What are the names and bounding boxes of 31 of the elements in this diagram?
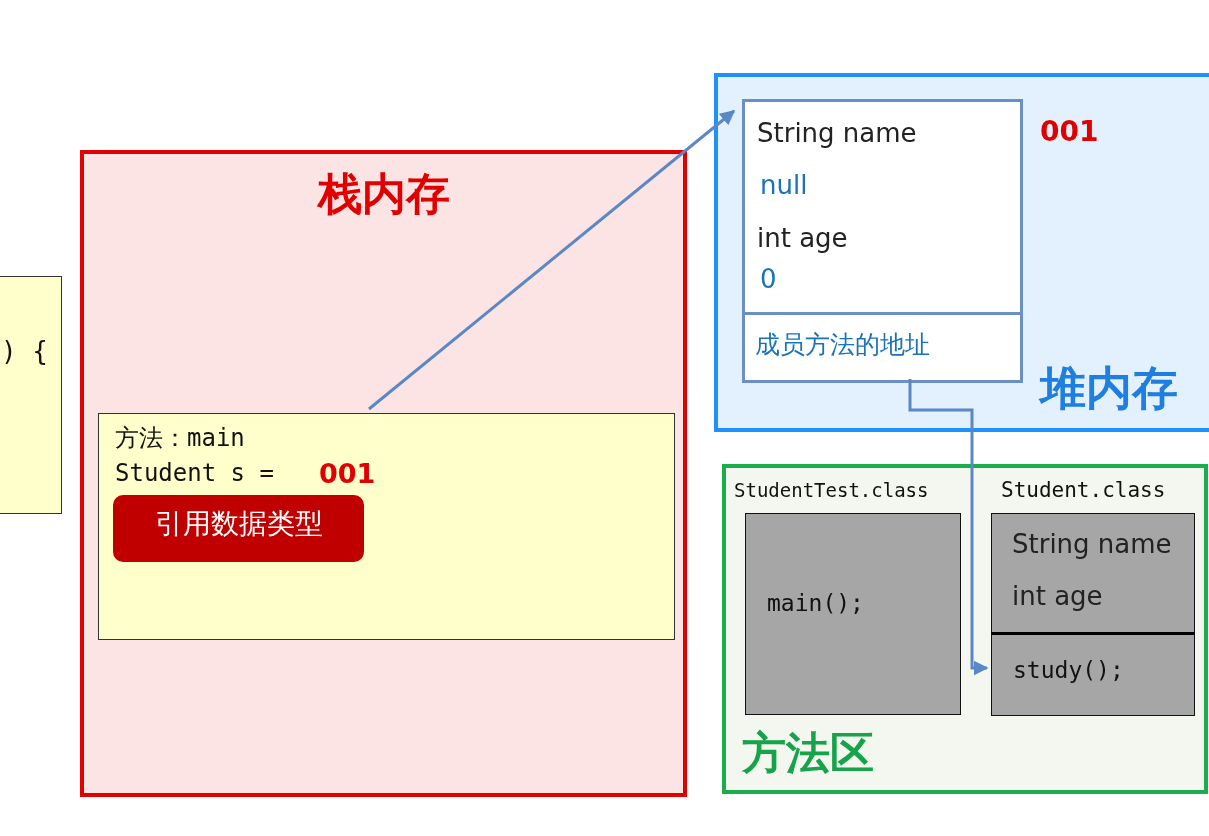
method-area-panel bbox=[722, 464, 1208, 794]
code-box bbox=[0, 276, 62, 514]
field-name: int age bbox=[1012, 582, 1103, 612]
heap-memory-panel bbox=[714, 73, 1209, 432]
stack-memory-panel bbox=[80, 150, 687, 797]
badge-label: 引用数据类型 bbox=[153, 508, 324, 541]
address-value: 001 bbox=[1040, 116, 1099, 149]
code-line: ) { bbox=[1, 337, 48, 367]
arrow bbox=[908, 379, 989, 676]
panel-title: 栈内存 bbox=[316, 169, 451, 220]
box-label: 成员方法的地址 bbox=[755, 331, 930, 360]
type-badge bbox=[113, 495, 364, 562]
object-box bbox=[742, 99, 1023, 315]
address-value: 001 bbox=[319, 458, 376, 490]
code-line: 方法：main bbox=[115, 425, 245, 453]
panel-title: 堆内存 bbox=[1040, 362, 1178, 415]
field-name: String name bbox=[757, 119, 917, 149]
arrow bbox=[368, 109, 736, 411]
code-line: Student s = bbox=[115, 460, 274, 488]
field-value: null bbox=[760, 171, 808, 201]
file-name: StudentTest.class bbox=[734, 480, 929, 502]
method-name: main(); bbox=[767, 590, 864, 617]
method-name: study(); bbox=[1013, 657, 1124, 684]
field-name: int age bbox=[757, 224, 848, 254]
method-address-box bbox=[742, 312, 1023, 383]
panel-title: 方法区 bbox=[742, 728, 874, 779]
field-name: String name bbox=[1012, 530, 1172, 560]
method-box bbox=[991, 632, 1195, 716]
file-name: Student.class bbox=[1001, 478, 1166, 503]
method-frame bbox=[98, 413, 675, 640]
field-value: 0 bbox=[760, 265, 777, 295]
